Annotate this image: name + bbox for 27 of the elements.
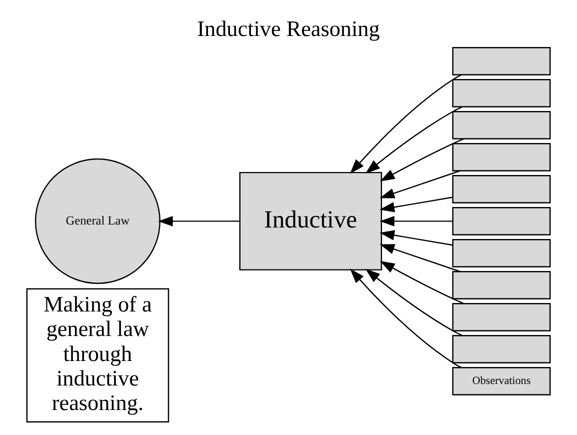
arrow bbox=[380, 138, 464, 182]
arrow bbox=[380, 170, 460, 198]
arrow bbox=[380, 216, 453, 226]
arrow bbox=[380, 261, 464, 304]
arrow bbox=[350, 268, 462, 368]
arrow bbox=[365, 106, 462, 174]
node-box bbox=[452, 239, 551, 268]
node-box bbox=[452, 335, 551, 364]
node-box bbox=[452, 207, 551, 236]
arrow bbox=[365, 268, 462, 336]
diagram-title: Inductive Reasoning bbox=[197, 16, 380, 41]
node-box bbox=[452, 47, 551, 76]
node-box bbox=[452, 143, 551, 172]
node-box: Inductive bbox=[239, 172, 382, 270]
node-circle: General Law bbox=[34, 158, 160, 284]
node-box bbox=[452, 175, 551, 204]
arrow bbox=[380, 196, 453, 212]
node-box bbox=[452, 111, 551, 140]
arrow bbox=[380, 244, 460, 272]
arrow bbox=[350, 74, 462, 174]
arrow bbox=[158, 216, 240, 226]
node-box: Observations bbox=[452, 367, 551, 396]
node-box bbox=[452, 79, 551, 108]
node-box bbox=[452, 303, 551, 332]
node-box: Making of a general law through inductive reasoning. bbox=[26, 288, 170, 422]
arrow bbox=[380, 230, 453, 246]
node-box bbox=[452, 271, 551, 300]
